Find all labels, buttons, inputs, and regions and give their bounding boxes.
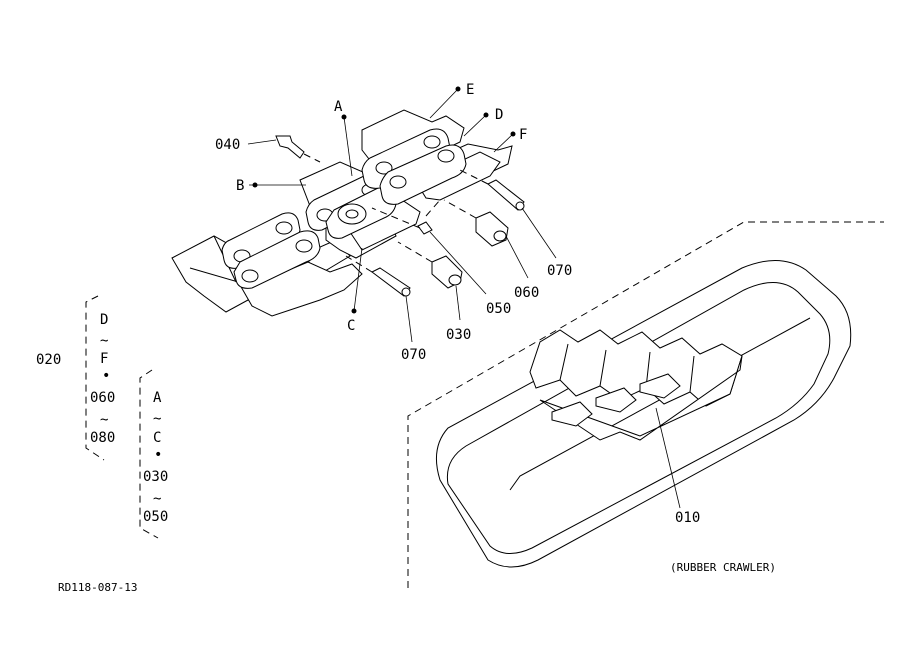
callout-060: 060: [514, 285, 539, 301]
bracket-outer-line-5: 060: [90, 390, 115, 406]
callout-E: E: [466, 82, 474, 98]
bracket-inner-line-6: ~: [153, 491, 161, 507]
callout-040: 040: [215, 137, 240, 153]
bracket-outer-line-4: •: [102, 368, 110, 384]
bracket-outer-line-7: 080: [90, 430, 115, 446]
crawler-caption: (RUBBER CRAWLER): [670, 561, 776, 574]
callout-070-upper: 070: [547, 263, 572, 279]
bracket-inner-labels: A ~ C • 030 ~ 050: [143, 390, 168, 525]
callout-C: C: [347, 318, 355, 334]
bracket-inner-line-3: C: [153, 430, 161, 446]
callout-070-lower: 070: [401, 347, 426, 363]
drawing-id: RD118-087-13: [58, 581, 137, 594]
callout-050: 050: [486, 301, 511, 317]
bracket-outer-line-1: D: [100, 312, 108, 328]
leader-lines: [247, 86, 557, 343]
callout-030: 030: [446, 327, 471, 343]
callout-labels: A B C D E F 040 010 030 050 060 070 070 …: [36, 82, 700, 526]
bracket-inner-line-5: 030: [143, 469, 168, 485]
callout-D: D: [495, 107, 503, 123]
bracket-inner-line-4: •: [154, 447, 162, 463]
callout-B: B: [236, 178, 244, 194]
grouping-brackets: [85, 295, 159, 539]
loose-pins-bushings: [275, 135, 525, 297]
bracket-inner-line-2: ~: [153, 411, 161, 427]
bracket-outer-line-3: F: [100, 351, 108, 367]
bracket-inner-line-7: 050: [143, 509, 168, 525]
bracket-outer-line-2: ~: [100, 333, 108, 349]
rubber-crawler: [407, 221, 884, 588]
callout-F: F: [519, 127, 527, 143]
bracket-outer-labels: D ~ F • 060 ~ 080: [90, 312, 115, 446]
callout-A: A: [334, 99, 343, 115]
bracket-outer-line-6: ~: [100, 412, 108, 428]
steel-track-chain: [171, 109, 513, 317]
bracket-inner-line-1: A: [153, 390, 162, 406]
callout-020: 020: [36, 352, 61, 368]
callout-010: 010: [675, 510, 700, 526]
